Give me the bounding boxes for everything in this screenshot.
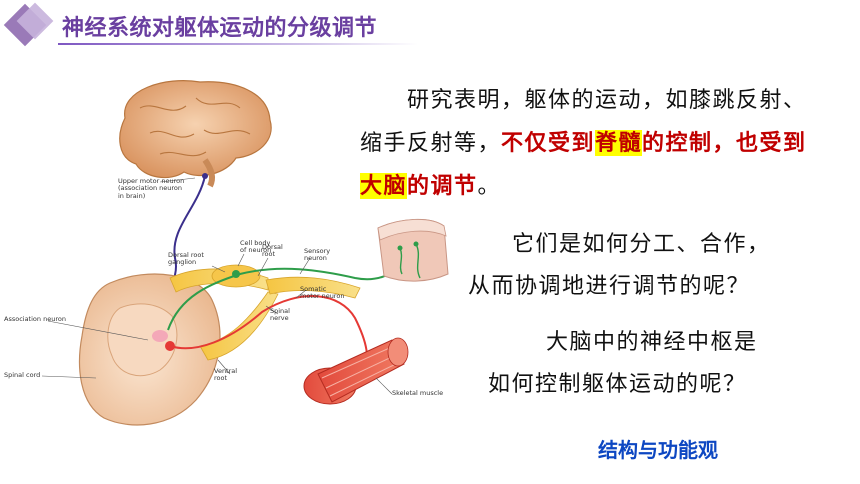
title-bar: 神经系统对躯体运动的分级调节 <box>0 0 860 60</box>
label-somatic-motor-neuron: Somatic motor neuron <box>300 285 345 301</box>
slide-title: 神经系统对躯体运动的分级调节 <box>62 16 378 41</box>
label-spinal-cord: Spinal cord <box>4 371 41 379</box>
emphasis-regulation: 的调节 <box>407 173 478 199</box>
emphasis-not-only: 不仅受到 <box>501 130 596 156</box>
question-line-1: 它们是如何分工、合作， <box>512 232 771 257</box>
label-cell-body: Cell body of neuron <box>240 239 272 255</box>
label-upper-motor-neuron: Upper motor neuron (association neuron i… <box>118 177 185 200</box>
label-spinal-nerve: Spinal nerve <box>270 307 290 323</box>
skeletal-muscle-drawing <box>303 337 409 405</box>
brain-drawing <box>119 80 272 188</box>
illustration-graphic <box>41 80 449 426</box>
paragraph-question-cooperation: 它们是如何分工、合作， 从而协调地进行调节的呢？ <box>468 224 838 308</box>
structure-function-concept: 结构与功能观 <box>598 438 718 462</box>
title-underline <box>58 43 418 45</box>
highlight-spinal-cord: 脊髓 <box>595 130 643 156</box>
question-line-3: 大脑中的神经中枢是 <box>546 330 758 355</box>
label-dorsal-root-ganglion: Dorsal root ganglion <box>168 251 204 267</box>
paragraph-research: 研究表明，躯体的运动，如膝跳反射、缩手反射等，不仅受到脊髓的控制，也受到大脑的调… <box>360 88 807 199</box>
label-association-neuron: Association neuron <box>4 315 66 323</box>
label-skeletal-muscle: Skeletal muscle <box>392 389 444 397</box>
question-line-4: 如何控制躯体运动的呢？ <box>488 372 747 397</box>
spinal-nerve-drawing <box>169 264 361 361</box>
nervous-system-illustration: Upper motor neuron (association neuron i… <box>0 78 470 448</box>
highlight-brain: 大脑 <box>360 173 408 199</box>
label-dorsal-root: Dorsal root <box>262 243 283 259</box>
label-ventral-root: Ventral root <box>214 367 238 383</box>
skin-drawing <box>377 218 449 282</box>
emphasis-control: 的控制，也受到 <box>642 130 807 156</box>
spinal-cord-drawing <box>78 273 221 426</box>
label-sensory-neuron: Sensory neuron <box>304 247 331 263</box>
paragraph-research-plain: 研究表明，躯体的运动，如膝跳反射、缩手反射等， <box>360 88 807 156</box>
question-line-2: 从而协调地进行调节的呢？ <box>468 274 751 299</box>
paragraph-question-brain-centers: 大脑中的神经中枢是 如何控制躯体运动的呢？ <box>488 322 828 406</box>
